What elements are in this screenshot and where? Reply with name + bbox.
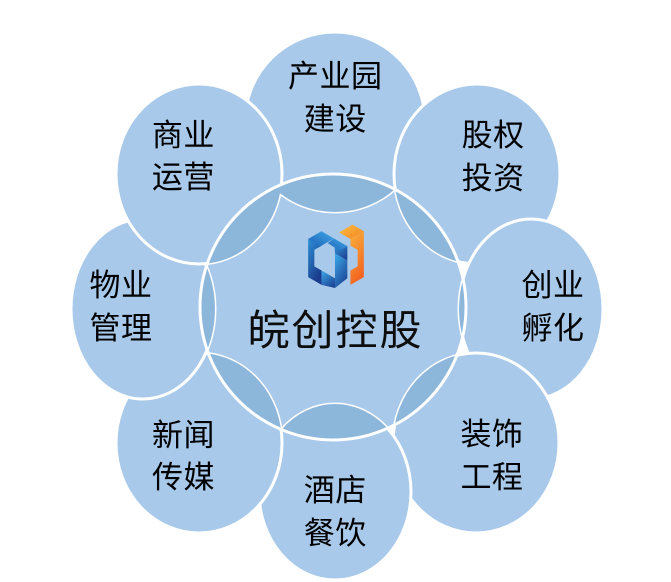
center-hub-circle (200, 174, 466, 440)
logo-left-top-facet (308, 231, 334, 247)
petal-overlap-news-media (200, 353, 282, 440)
logo-center-blue-leg (334, 253, 348, 288)
wanchuang-hexagon-cube-logo (308, 224, 364, 288)
center-hub-outline (198, 172, 468, 442)
logo-bottom-blue-face (321, 270, 335, 288)
center-company-title: 皖创控股 (247, 306, 424, 355)
logo-right-orange-face (350, 231, 364, 285)
petal-overlap-commercial-operations (200, 174, 282, 264)
logo-inner-top-facet (327, 238, 348, 251)
logo-orange-top-facet (339, 224, 364, 240)
